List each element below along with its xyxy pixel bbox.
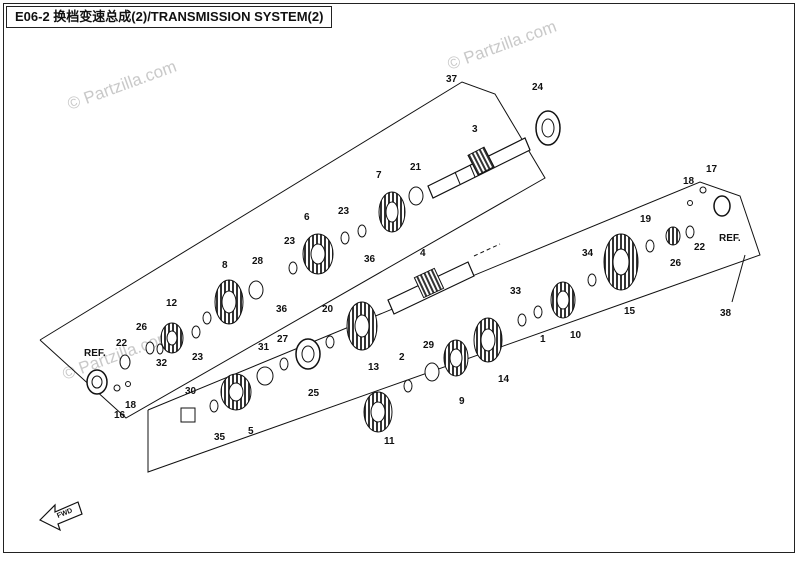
callout-19: 19 (640, 214, 652, 225)
bushing-29 (424, 362, 440, 382)
callout-17: 17 (706, 164, 718, 175)
callout-20: 20 (322, 304, 334, 315)
callout-36: 36 (364, 254, 376, 265)
clip-27 (279, 357, 289, 371)
callout-13: 13 (368, 362, 380, 373)
washer-23a (340, 231, 350, 245)
lower-assembly-outline (147, 181, 761, 473)
washer-35 (209, 399, 219, 413)
callout-22: 22 (116, 338, 128, 349)
callout-34: 34 (582, 248, 594, 259)
callout-24: 24 (532, 82, 544, 93)
bushing-28 (248, 280, 264, 300)
washer-2 (403, 379, 413, 393)
seal-22a (119, 354, 131, 370)
upper-assembly-outline (39, 81, 546, 419)
callout-16: 16 (114, 410, 126, 421)
callout-26: 26 (136, 322, 148, 333)
callout-18: 18 (125, 400, 137, 411)
pin-16 (113, 384, 121, 392)
callout-10: 10 (570, 330, 582, 341)
upper-gears (86, 110, 561, 395)
callout-26: 26 (670, 258, 682, 269)
washer-34 (587, 273, 597, 287)
washer-23b (288, 261, 298, 275)
callout-29: 29 (423, 340, 435, 351)
washer-1 (533, 305, 543, 319)
callout-32: 32 (156, 358, 168, 369)
lower-countershaft (387, 243, 501, 315)
callout-36: 36 (276, 304, 288, 315)
callout-11: 11 (384, 436, 395, 447)
callout-3: 3 (472, 124, 478, 135)
callout-31: 31 (258, 342, 270, 353)
washer-36b (202, 311, 212, 325)
leader-38 (731, 254, 746, 303)
washer-26a (145, 341, 155, 355)
fwd-arrow: FWD (38, 501, 83, 532)
washer-22b (685, 225, 695, 239)
shaft-splines (467, 146, 495, 176)
callout-22: 22 (694, 242, 706, 253)
callout-30: 30 (185, 386, 197, 397)
ball-18a (125, 381, 131, 387)
callout-25: 25 (308, 388, 320, 399)
washer-36a (357, 224, 367, 238)
nut-30 (180, 407, 196, 423)
callout-5: 5 (248, 426, 254, 437)
callout-35: 35 (214, 432, 226, 443)
callout-6: 6 (304, 212, 310, 223)
callout-28: 28 (252, 256, 264, 267)
bearing-right-ref (713, 195, 731, 217)
bushing-21 (408, 186, 424, 206)
callout-27: 27 (277, 334, 289, 345)
ref-label-left: REF. (84, 348, 106, 359)
callout-9: 9 (459, 396, 465, 407)
callout-1: 1 (540, 334, 546, 345)
clip-32 (156, 343, 164, 355)
callout-7: 7 (376, 170, 382, 181)
washer-23c (191, 325, 201, 339)
callout-37: 37 (446, 74, 458, 85)
callout-23: 23 (338, 206, 350, 217)
callout-12: 12 (166, 298, 178, 309)
needle-bearing-26 (665, 226, 681, 246)
diagram-title: E06-2 换档变速总成(2)/TRANSMISSION SYSTEM(2) (6, 6, 333, 28)
ball-18b (687, 200, 693, 206)
watermark-1: © Partzilla.com (65, 57, 179, 114)
clip-19 (645, 239, 655, 253)
callout-21: 21 (410, 162, 422, 173)
callout-23: 23 (284, 236, 296, 247)
callout-4: 4 (420, 248, 426, 259)
callout-8: 8 (222, 260, 228, 271)
callout-33: 33 (510, 286, 522, 297)
upper-mainshaft (427, 137, 531, 199)
ref-label-right: REF. (719, 233, 741, 244)
callout-14: 14 (498, 374, 510, 385)
callout-18: 18 (683, 176, 695, 187)
washer-20 (325, 335, 335, 349)
watermark-2: © Partzilla.com (445, 17, 559, 74)
callout-15: 15 (624, 306, 636, 317)
spacer-31 (256, 366, 274, 386)
washer-33 (517, 313, 527, 327)
callout-2: 2 (399, 352, 405, 363)
watermark-3: © Partzilla.com (60, 327, 174, 384)
lower-gears (180, 186, 731, 433)
countershaft-splines (413, 267, 445, 299)
pin-17 (699, 186, 707, 194)
callout-23: 23 (192, 352, 204, 363)
callout-38: 38 (720, 308, 732, 319)
